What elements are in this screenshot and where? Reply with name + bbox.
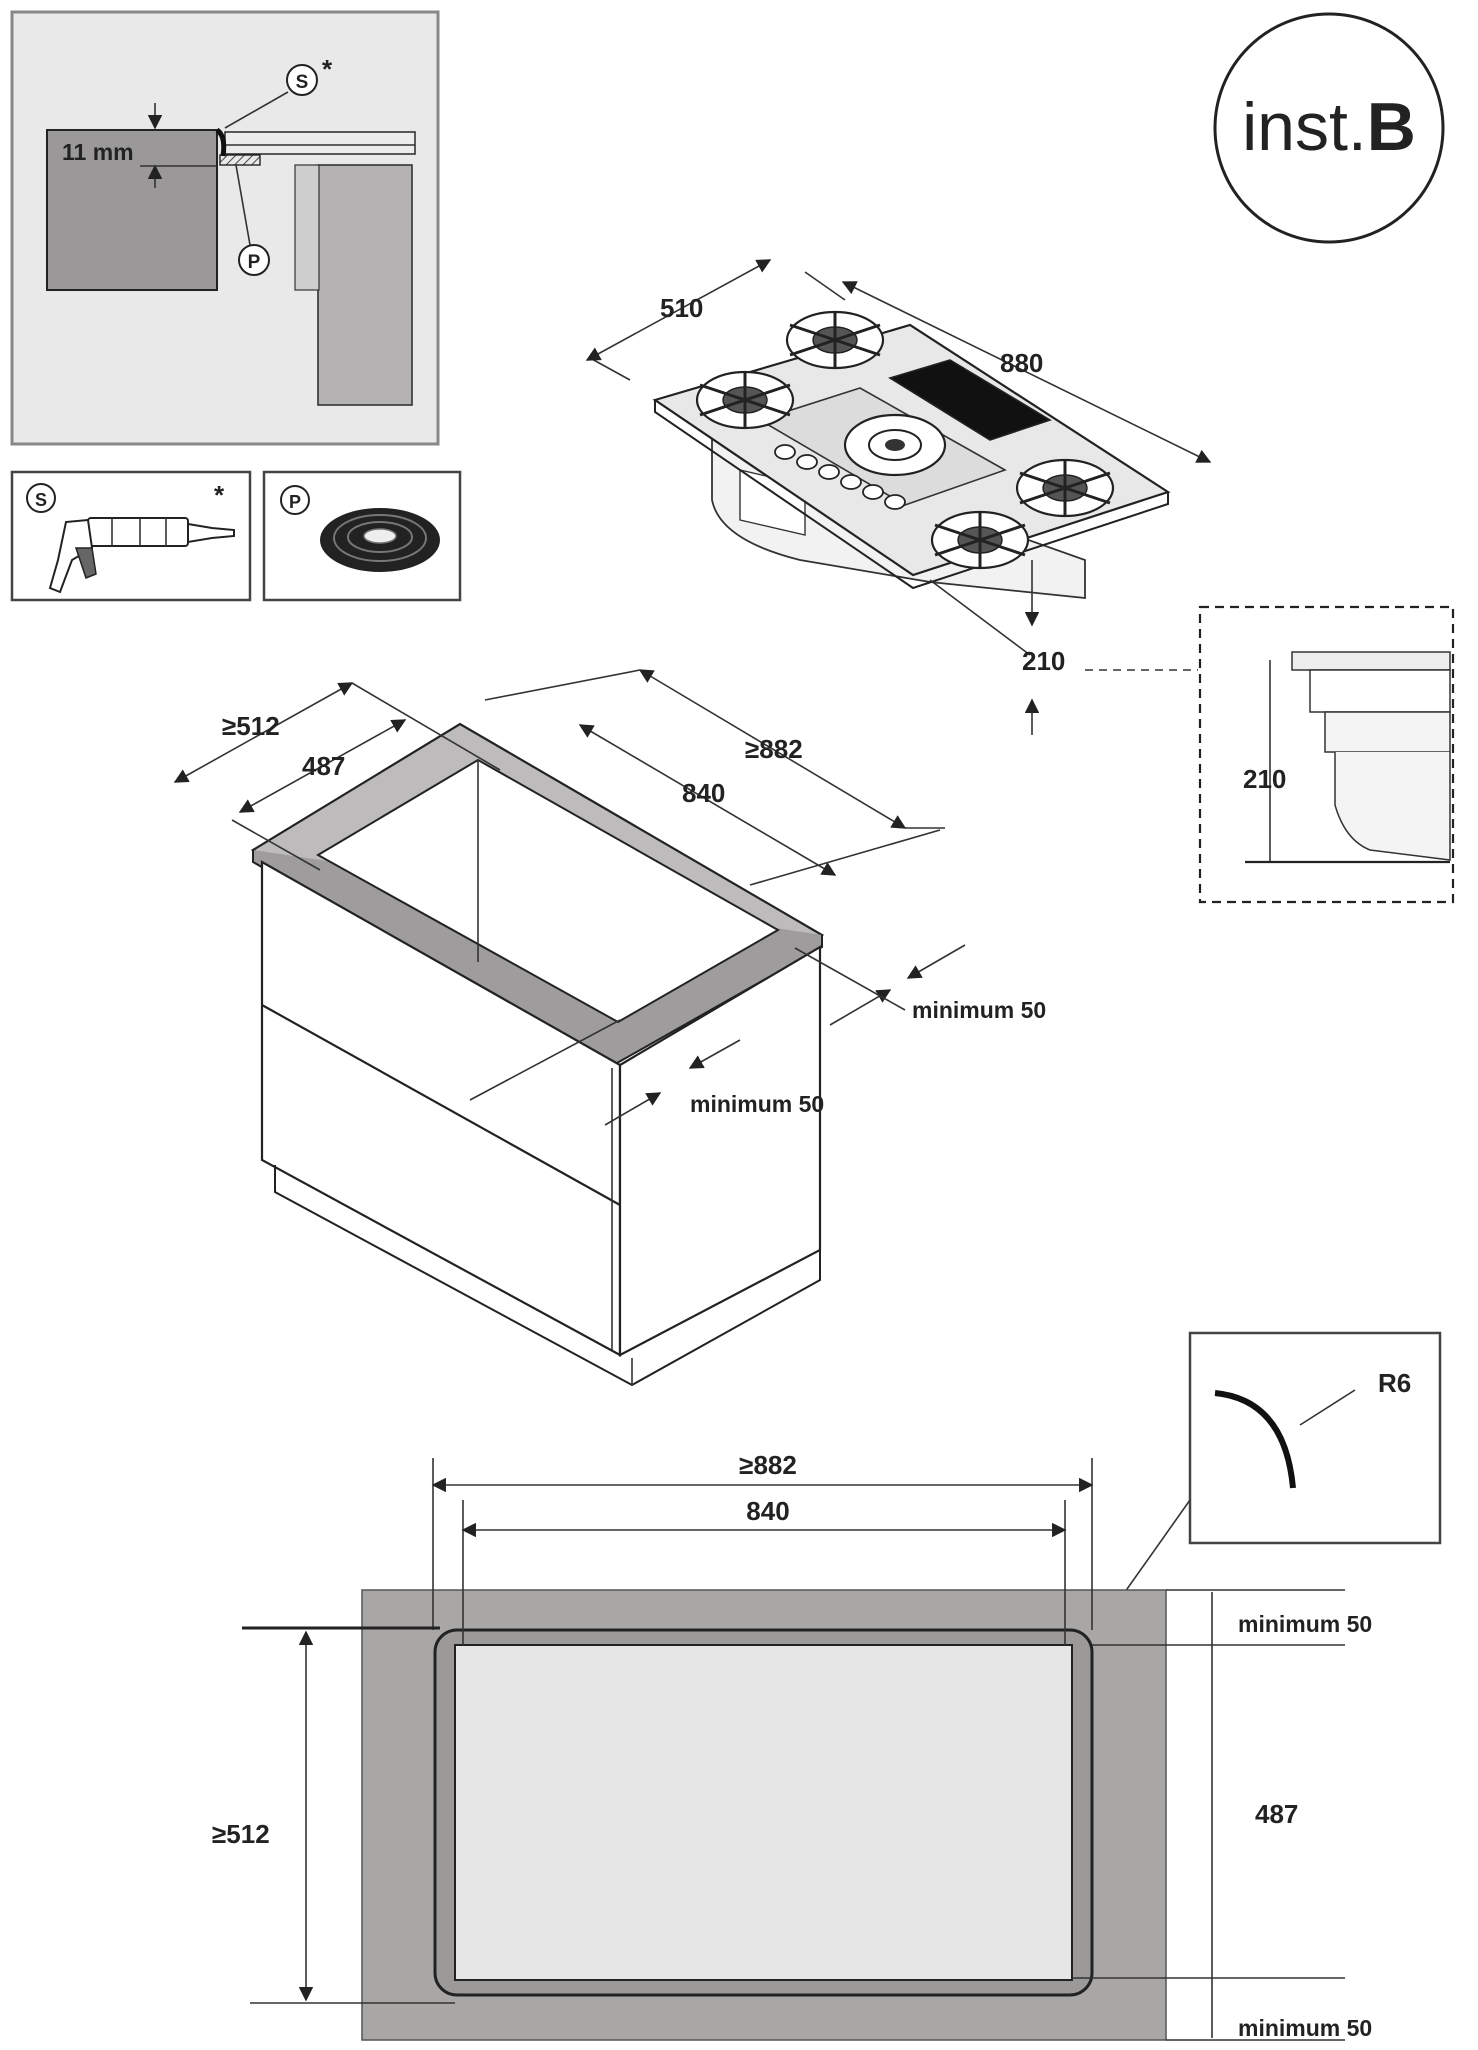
cabinet-min-front-label: minimum 50 <box>690 1091 824 1117</box>
height-inset: 210 <box>1198 605 1455 904</box>
sealant-marker-label: S <box>296 72 309 93</box>
sealant-marker-icon <box>286 64 318 96</box>
cabinet-drawing: ≥512 487 ≥882 840 minimum 50 minimum 50 <box>173 669 1046 1387</box>
cabinet-cutout-width-label: 840 <box>682 778 725 808</box>
sealant-tool-asterisk: * <box>214 480 225 510</box>
plan-outer-width-label: ≥882 <box>739 1450 797 1480</box>
badge-text-plain: inst. <box>1242 89 1367 165</box>
burner-icon <box>843 413 947 477</box>
plan-cutout-depth-label: 487 <box>1255 1799 1298 1829</box>
cabinet-outer-depth-label: ≥512 <box>222 711 280 741</box>
control-knob-icon <box>774 444 906 510</box>
gasket-marker-icon <box>238 244 270 276</box>
cutout-plan: ≥882 840 ≥512 minimum 50 487 minimum 50 <box>212 1450 1372 2041</box>
plan-cutout-width-label: 840 <box>746 1496 789 1526</box>
hob-drawing: 510 880 210 <box>585 259 1212 735</box>
hob-width-label: 880 <box>1000 348 1043 378</box>
plan-min-top-label: minimum 50 <box>1238 1611 1372 1637</box>
cabinet-cutout-depth-label: 487 <box>302 751 345 781</box>
hob-height-label: 210 <box>1022 646 1065 676</box>
gasket-tool-marker: P <box>289 492 301 512</box>
sealant-asterisk: * <box>322 54 333 84</box>
sealant-tool-marker: S <box>35 490 47 510</box>
plan-min-bottom-label: minimum 50 <box>1238 2015 1372 2041</box>
gasket-tool-box: P <box>262 470 462 602</box>
burner-icon <box>695 370 795 430</box>
sealant-tool-box: S * <box>10 470 252 602</box>
plan-outer-depth-label: ≥512 <box>212 1819 270 1849</box>
burner-icon <box>785 310 885 370</box>
burner-icon <box>1015 458 1115 518</box>
gap-dimension-label: 11 mm <box>62 139 134 165</box>
seal-detail-panel: 11 mm S * P <box>10 10 440 446</box>
svg-text:inst.B: inst.B <box>1242 89 1416 165</box>
corner-radius-detail: R6 <box>1102 1331 1442 1624</box>
corner-radius-label: R6 <box>1378 1368 1411 1398</box>
inset-height-label: 210 <box>1243 764 1286 794</box>
installation-badge: inst.B <box>1213 12 1445 244</box>
cabinet-min-back-label: minimum 50 <box>912 997 1046 1023</box>
gasket-marker-label: P <box>248 252 261 273</box>
caulking-gun-icon <box>48 517 235 594</box>
badge-text-bold: B <box>1367 89 1416 165</box>
burner-icon <box>930 510 1030 570</box>
gasket-roll-icon <box>320 508 440 572</box>
hob-depth-label: 510 <box>660 293 703 323</box>
cabinet-outer-width-label: ≥882 <box>745 734 803 764</box>
